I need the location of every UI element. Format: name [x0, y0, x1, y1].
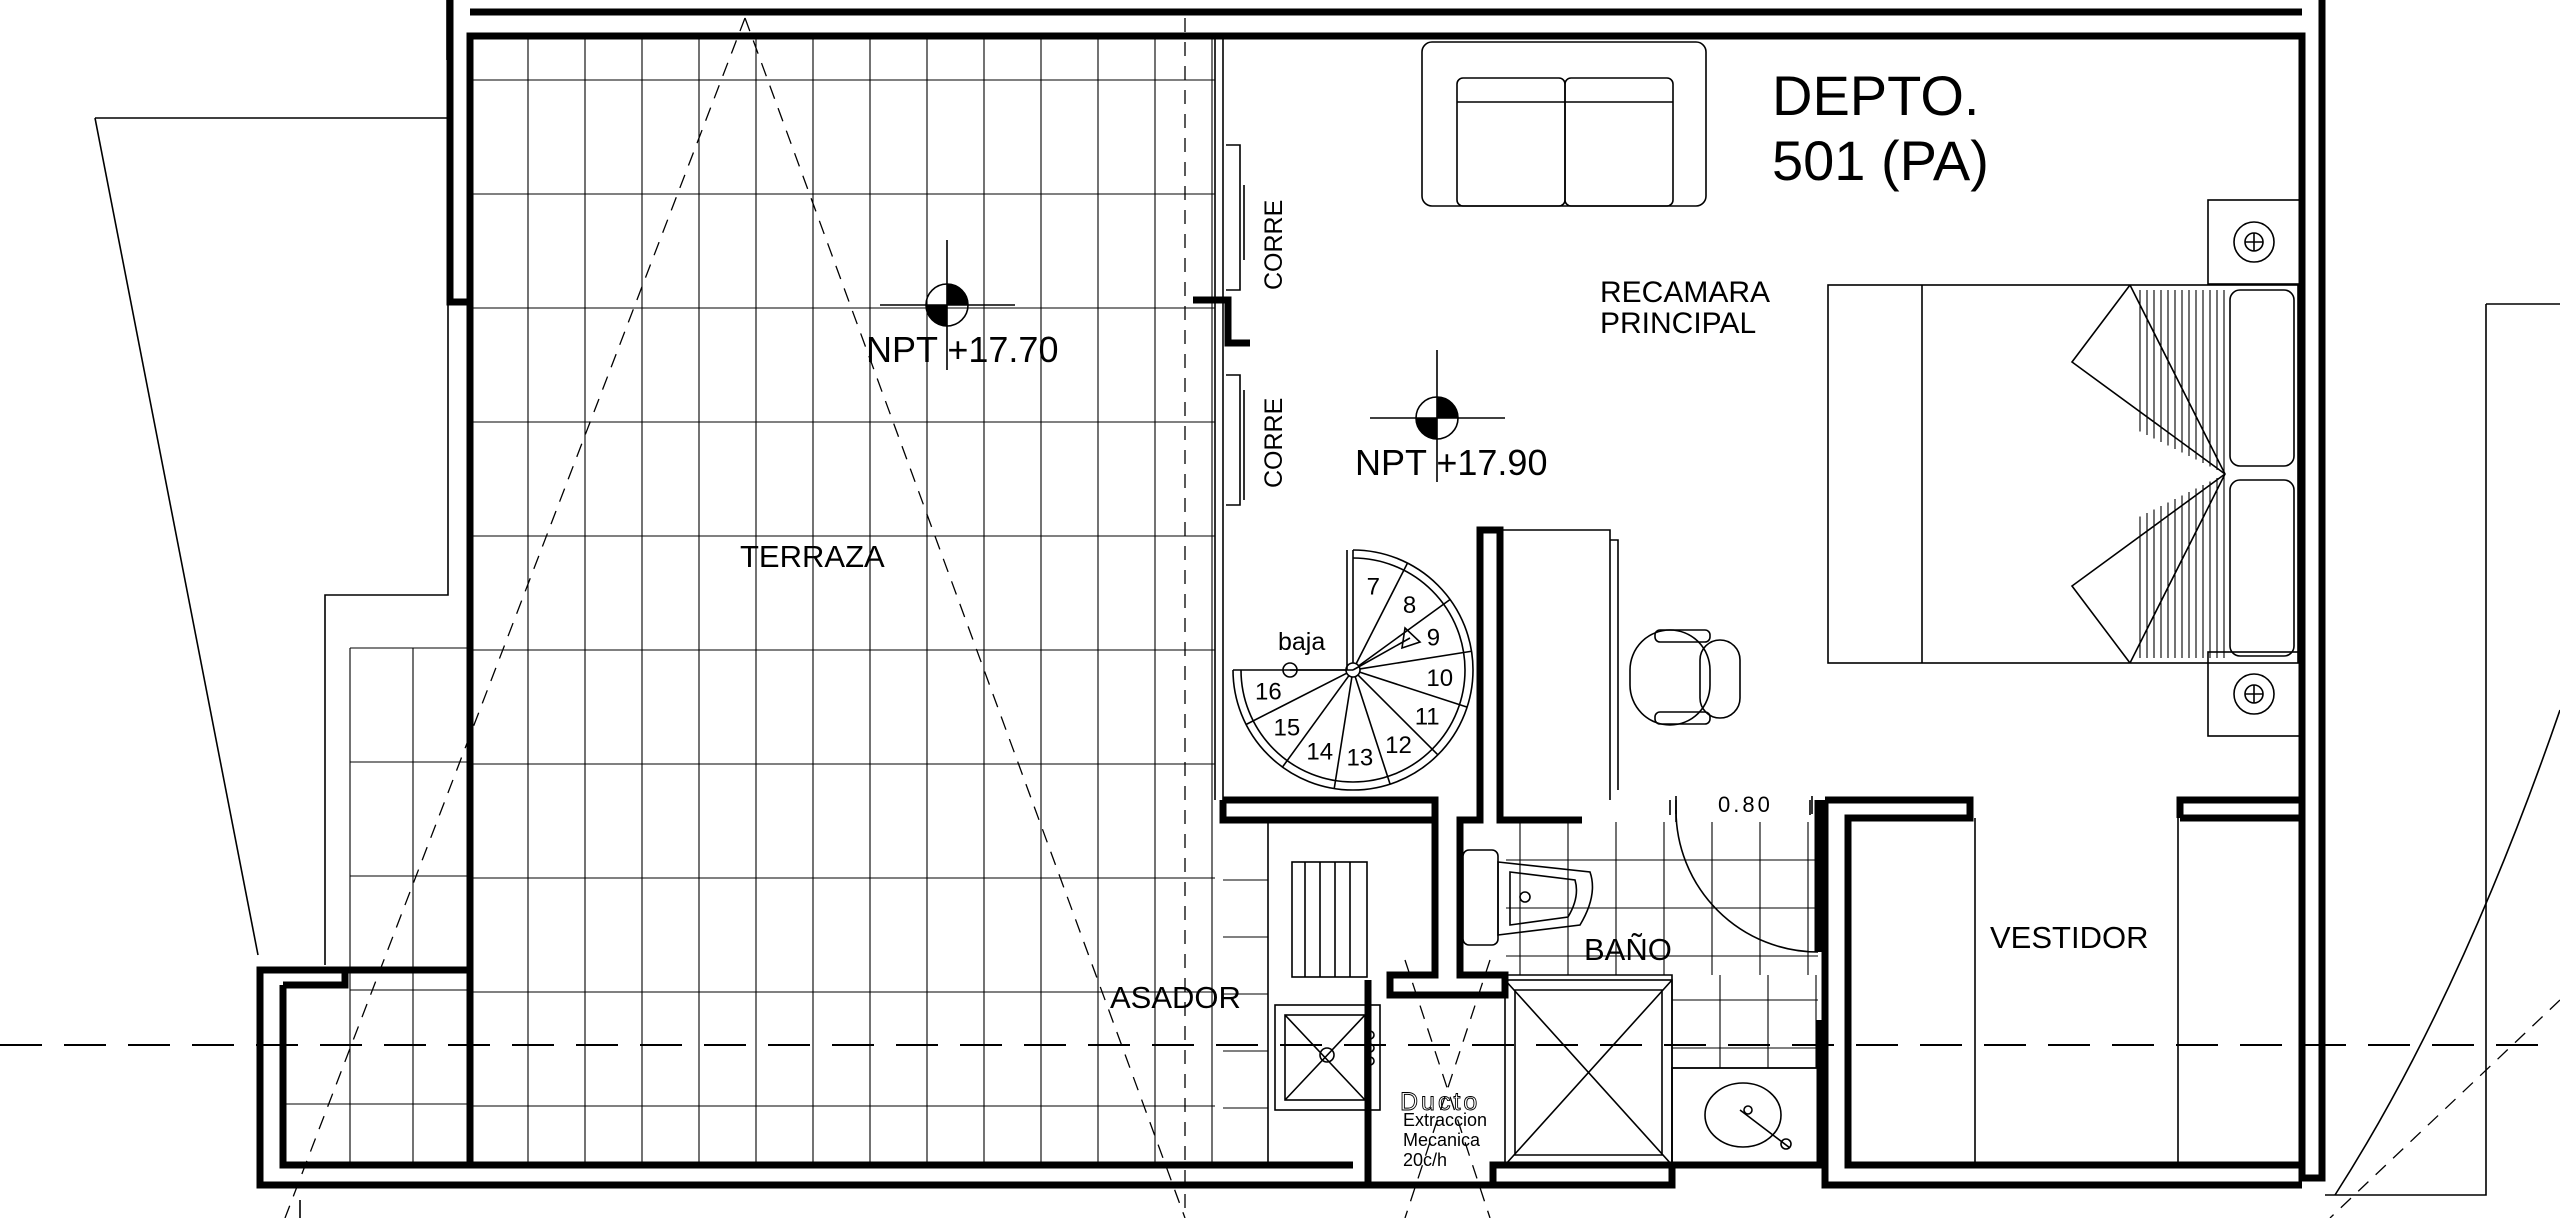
room-label-bedroom-line2: PRINCIPAL [1600, 307, 1756, 340]
stair-step-number: 9 [1427, 625, 1440, 652]
level-label-terrace: NPT +17.70 [866, 329, 1058, 370]
partition-lines [1214, 36, 2179, 1165]
stair-step-number: 15 [1273, 715, 1300, 742]
sliding-door-lower [1226, 374, 1245, 506]
diagonal-guides [284, 17, 2560, 1218]
door-dimension [1675, 796, 1813, 814]
room-label-grill: ASADOR [1110, 980, 1241, 1015]
stair-step-number: 12 [1385, 732, 1412, 759]
stair-step-number: 13 [1346, 745, 1373, 772]
room-label-bathroom: BAÑO [1584, 932, 1672, 967]
bathroom-tile-grid [1506, 822, 1818, 1068]
sofa-icon [1421, 41, 1707, 207]
walls [256, 0, 2326, 1189]
stair-step-number: 11 [1415, 703, 1440, 730]
sink-icon [1274, 1004, 1381, 1111]
site-outline [94, 0, 2560, 1218]
sliding-door-label-upper: CORRE [1260, 200, 1288, 290]
toilet-icon [1462, 849, 1594, 946]
stair-direction-label: baja [1278, 628, 1325, 656]
stair-step-number: 10 [1426, 665, 1453, 692]
washbasin-icon [1671, 1067, 1819, 1166]
door-width-label: 0.80 [1718, 792, 1773, 817]
room-label-bedroom-line1: RECAMARA [1600, 276, 1770, 309]
duct-label-line2: Extraccion [1403, 1110, 1487, 1130]
unit-title-line1: DEPTO. [1772, 64, 1979, 127]
level-marker-bedroom-icon [1370, 350, 1505, 482]
bed-icon [1827, 284, 2299, 664]
grill-rack-icon [1291, 861, 1368, 978]
nightstand-bottom-icon [2207, 651, 2301, 737]
sliding-door-label-lower: CORRE [1260, 398, 1288, 488]
bathroom-door [1669, 800, 1819, 953]
stair-step-number: 8 [1403, 592, 1416, 619]
duct-label-line1: Ducto [1400, 1088, 1480, 1116]
nightstand-top-icon [2207, 199, 2301, 285]
level-marker-terrace-icon [880, 240, 1015, 370]
stair-step-number: 16 [1255, 678, 1282, 705]
duct-label-line3: Mecanica [1403, 1130, 1481, 1150]
chair-icon [1629, 629, 1741, 726]
level-label-bedroom: NPT +17.90 [1355, 442, 1547, 483]
stair-step-number: 7 [1367, 573, 1380, 600]
terrace-tile-grid [283, 36, 1268, 1165]
stair-step-number: 14 [1306, 738, 1333, 765]
room-label-closet: VESTIDOR [1990, 920, 2148, 955]
duct-label-line4: 20c/h [1403, 1150, 1447, 1170]
room-label-terrace: TERRAZA [740, 539, 885, 574]
shower-icon [1504, 979, 1673, 1166]
unit-title-line2: 501 (PA) [1772, 129, 1989, 192]
sliding-door-upper [1226, 144, 1245, 291]
